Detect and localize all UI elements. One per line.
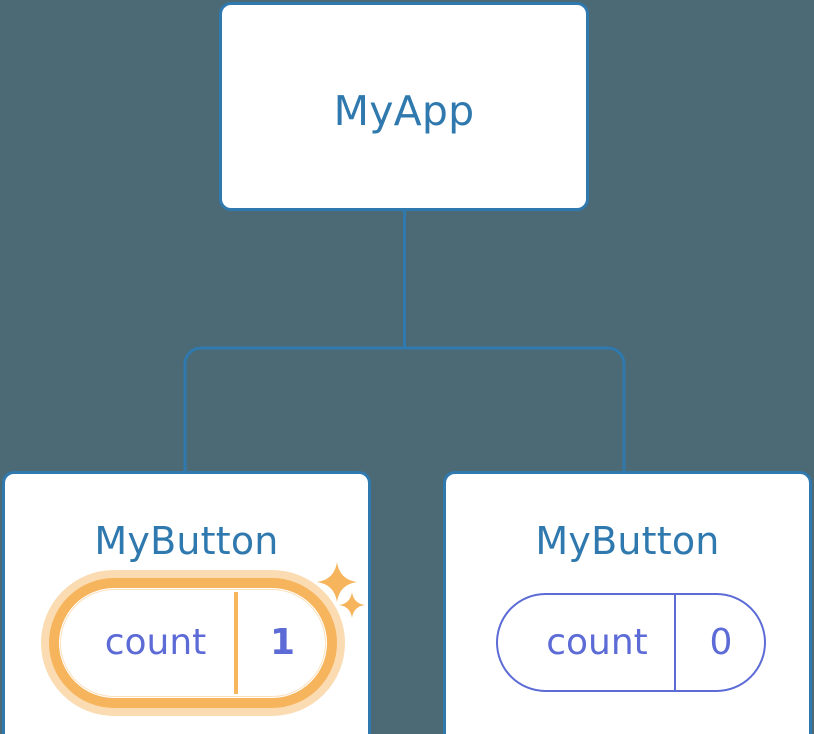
sparkle-icon	[339, 592, 365, 618]
node-title-mybutton-left: MyButton	[94, 519, 279, 563]
highlight-glow-outer	[41, 570, 345, 716]
node-title-mybutton-right: MyButton	[535, 519, 720, 563]
connector-branch-left	[183, 346, 405, 474]
state-pill-highlight-left[interactable]: count 1	[41, 570, 345, 716]
connector-branch-right	[404, 346, 626, 474]
state-pill-right[interactable]: count 0	[496, 593, 766, 692]
state-value-left: 1	[234, 592, 323, 694]
state-key-right: count	[546, 621, 648, 663]
highlight-ring	[49, 578, 337, 708]
node-title-myapp: MyApp	[333, 87, 475, 135]
state-pill-left[interactable]: count 1	[63, 592, 323, 694]
node-card-mybutton-left[interactable]: MyButton count 1	[2, 471, 371, 734]
sparkle-icon	[316, 561, 358, 603]
state-value-right: 0	[674, 595, 764, 690]
state-key-left: count	[104, 622, 207, 663]
node-card-myapp[interactable]: MyApp	[219, 2, 589, 211]
node-card-mybutton-right[interactable]: MyButton count 0	[443, 471, 812, 734]
